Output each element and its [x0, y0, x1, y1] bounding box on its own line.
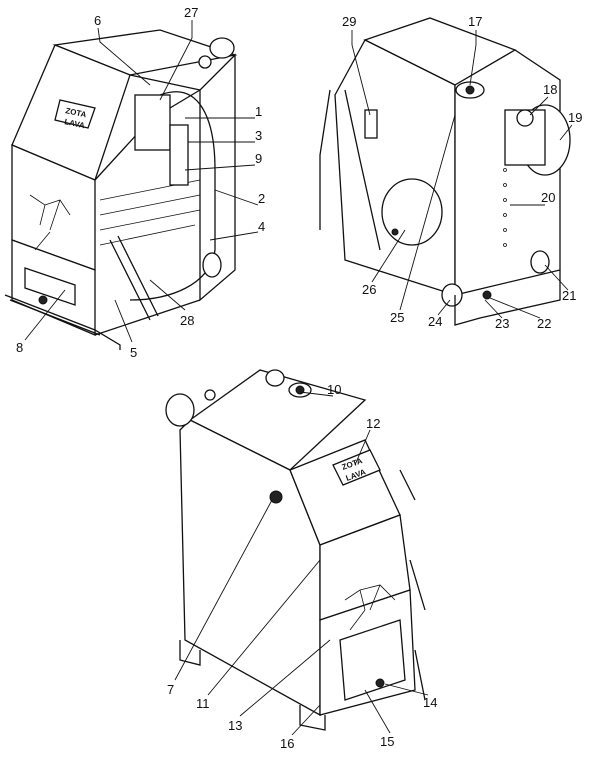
callout-29: 29 [342, 14, 356, 29]
leader-lines [24, 20, 573, 736]
callout-18: 18 [543, 82, 557, 97]
logo-text-bottom: LAVA [64, 117, 86, 130]
callout-21: 21 [562, 288, 576, 303]
boiler-view-open-front: ZOTA LAVA [4, 29, 238, 350]
callout-5: 5 [130, 345, 137, 360]
callout-11: 11 [196, 696, 210, 711]
callout-1: 1 [255, 104, 262, 119]
callout-4: 4 [258, 219, 265, 234]
callout-2: 2 [258, 191, 265, 206]
callout-10: 10 [327, 382, 341, 397]
logo-plate [54, 99, 96, 129]
callout-22: 22 [537, 316, 551, 331]
callout-26: 26 [362, 282, 376, 297]
callout-25: 25 [390, 310, 404, 325]
callout-12: 12 [366, 416, 380, 431]
boiler-view-front: ZOTA LAVA [165, 369, 426, 731]
logo-plate-3 [332, 449, 381, 486]
callout-23: 23 [495, 316, 509, 331]
callout-24: 24 [428, 314, 442, 329]
callout-labels: 6 27 1 3 9 2 4 28 5 8 29 17 18 19 20 21 … [16, 5, 582, 751]
callout-13: 13 [228, 718, 242, 733]
callout-6: 6 [94, 13, 101, 28]
logo-text-top: ZOTA [65, 106, 88, 119]
callout-28: 28 [180, 313, 194, 328]
callout-16: 16 [280, 736, 294, 751]
callout-14: 14 [423, 695, 437, 710]
callout-7: 7 [167, 682, 174, 697]
callout-15: 15 [380, 734, 394, 749]
rear-side-panel [334, 39, 456, 296]
callout-8: 8 [16, 340, 23, 355]
left-side-panel [179, 419, 321, 717]
boiler-view-rear [319, 17, 571, 326]
callout-3: 3 [255, 128, 262, 143]
callout-27: 27 [184, 5, 198, 20]
callout-20: 20 [541, 190, 555, 205]
callout-17: 17 [468, 14, 482, 29]
callout-9: 9 [255, 151, 262, 166]
callout-19: 19 [568, 110, 582, 125]
